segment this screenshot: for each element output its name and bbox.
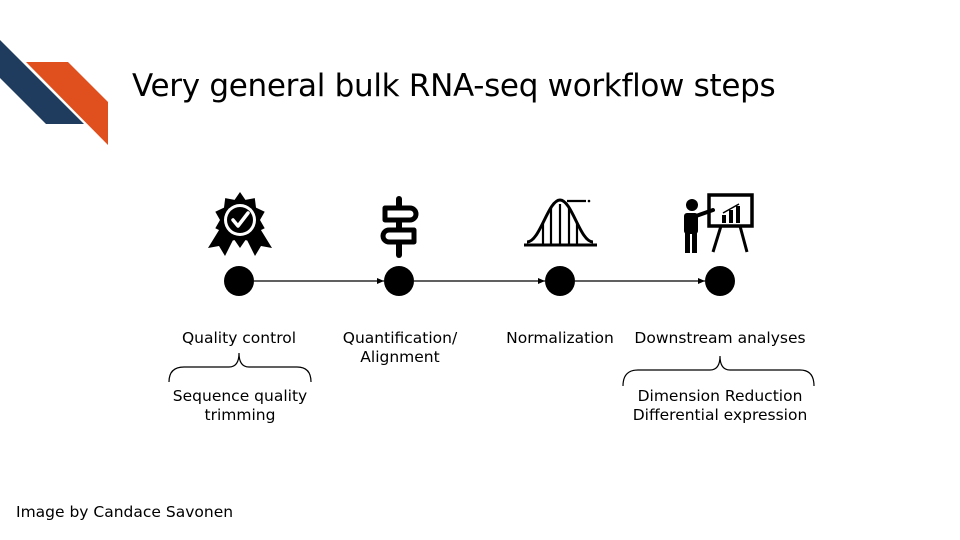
timeline-node-quantification — [384, 266, 414, 296]
bell-curve-icon — [524, 198, 597, 247]
sublabel-downstream: Dimension Reduction Differential express… — [632, 387, 808, 424]
signpost-icon — [380, 196, 419, 258]
brace-quality-control — [168, 352, 312, 383]
navy-chevron — [0, 40, 84, 124]
timeline-node-downstream — [705, 266, 735, 296]
step-label-quality-control: Quality control — [181, 329, 297, 347]
corner-decoration — [0, 40, 108, 145]
presentation-board-icon — [684, 193, 754, 253]
timeline-node-normalization — [545, 266, 575, 296]
step-label-normalization: Normalization — [506, 329, 614, 347]
orange-chevron — [26, 62, 108, 145]
brace-downstream — [622, 355, 815, 387]
step-label-quantification: Quantification/ Alignment — [342, 329, 458, 366]
award-ribbon-check-icon — [208, 192, 272, 256]
image-credit: Image by Candace Savonen — [16, 503, 234, 521]
sublabel-quality-control: Sequence quality trimming — [172, 387, 308, 424]
step-label-downstream: Downstream analyses — [634, 329, 806, 347]
timeline-node-quality-control — [224, 266, 254, 296]
slide-title: Very general bulk RNA-seq workflow steps — [132, 68, 776, 104]
